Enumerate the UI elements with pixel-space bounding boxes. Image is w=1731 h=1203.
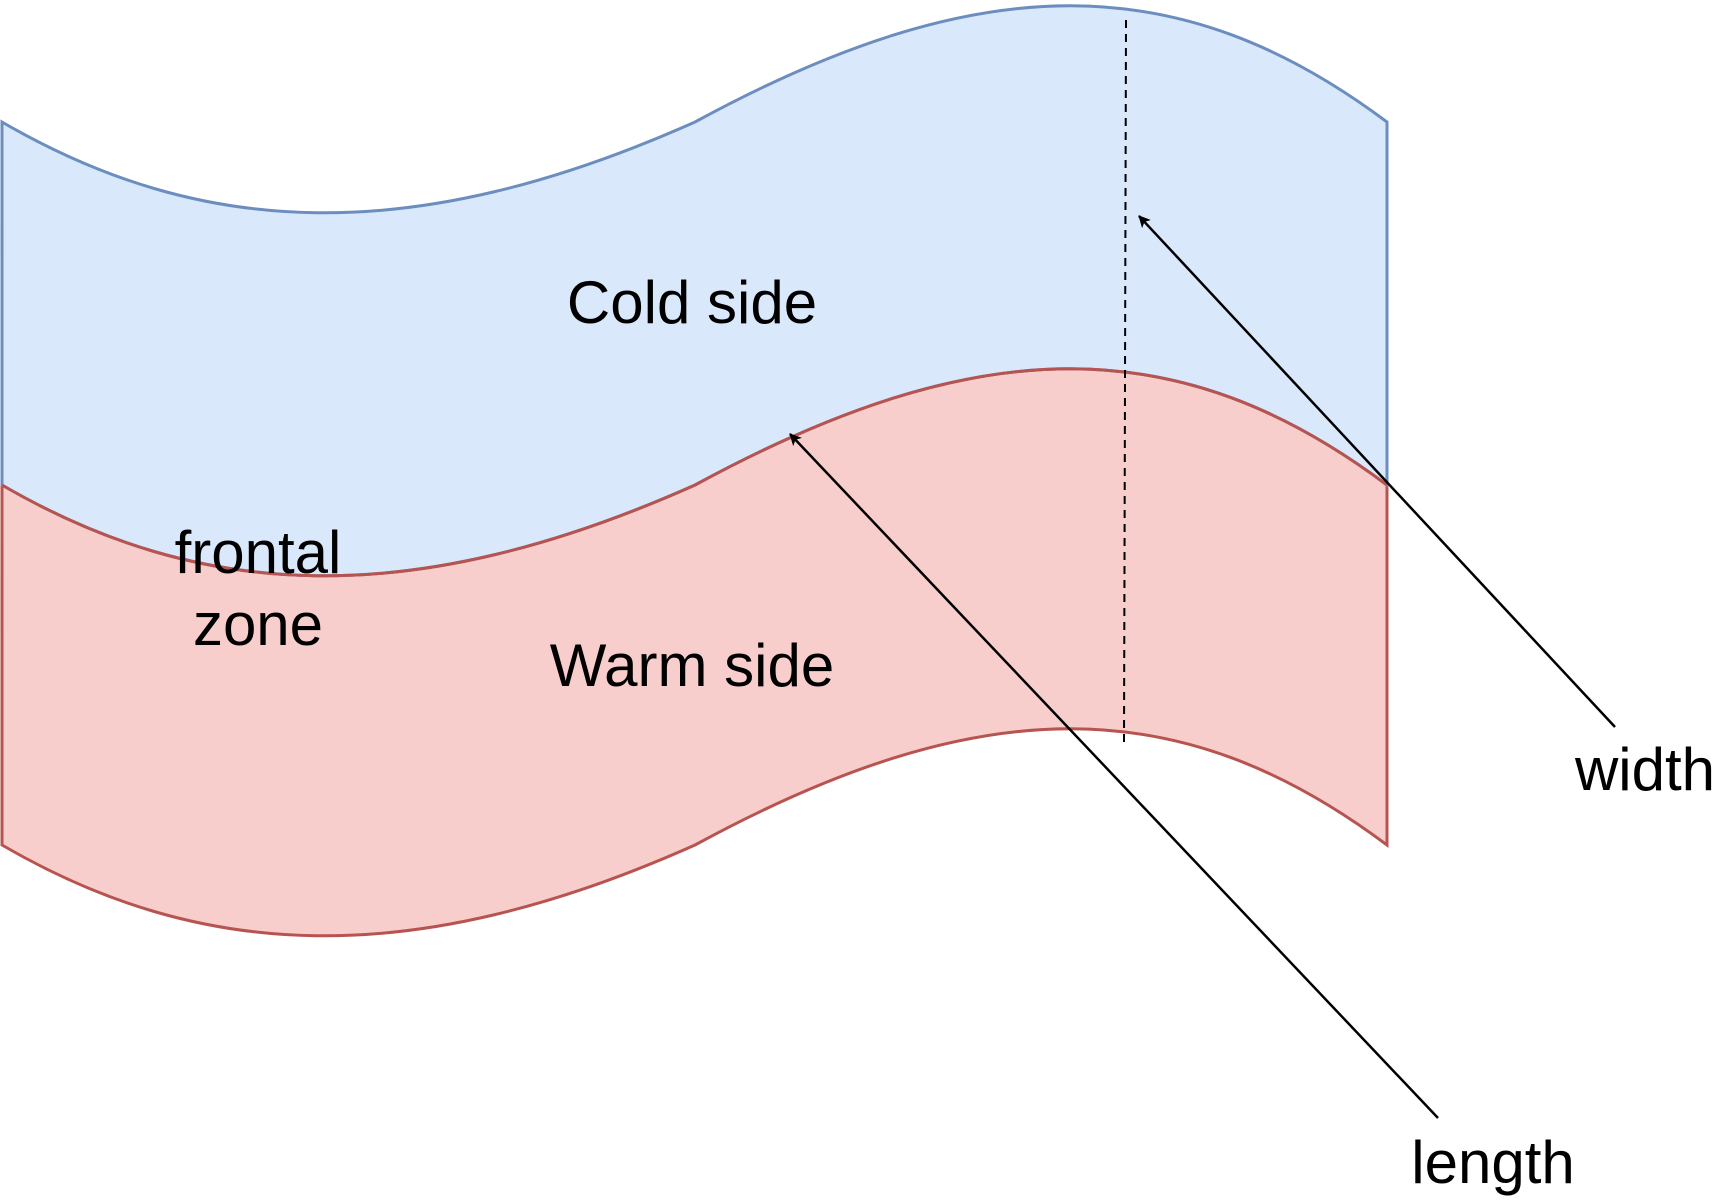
width-label: width (1574, 736, 1715, 803)
width-arrow (1138, 215, 1616, 728)
frontal-zone-label-line1: frontal (175, 519, 342, 586)
frontal-zone-label-line2: zone (193, 591, 323, 658)
length-label: length (1411, 1129, 1574, 1196)
length-arrow (789, 433, 1439, 1119)
front-boundary-line (1, 367, 1388, 578)
warm-side-label: Warm side (550, 632, 834, 699)
cold-side-label: Cold side (567, 269, 817, 336)
